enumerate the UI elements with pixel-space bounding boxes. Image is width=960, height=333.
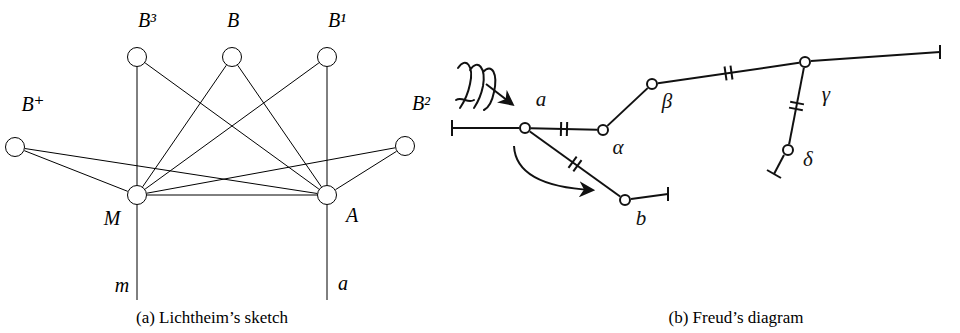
- stub-wire: [774, 155, 784, 174]
- connector-line: [789, 68, 804, 144]
- input-arrow: [486, 84, 512, 104]
- connector-line: [145, 63, 319, 189]
- line-bar: [568, 157, 576, 168]
- connector-line: [658, 63, 799, 83]
- circle-node: B⁺: [5, 137, 25, 157]
- line-bar: [730, 66, 732, 80]
- line-bar: [573, 160, 581, 171]
- connector-line: [145, 63, 319, 189]
- output-label: m: [115, 274, 129, 296]
- connector-line: [531, 128, 597, 130]
- node-label: δ: [803, 148, 813, 171]
- line-bar: [790, 102, 804, 105]
- node-label: B³: [138, 9, 156, 31]
- circle-shape: [783, 145, 793, 155]
- circle-node: B²: [395, 136, 415, 156]
- circle-shape: [598, 125, 608, 135]
- circle-node: a: [519, 122, 531, 134]
- circle-node: α: [597, 124, 609, 136]
- circle-outline: [519, 122, 531, 134]
- connector-line: [530, 132, 620, 197]
- circle-outline: [317, 47, 337, 67]
- node-label: B⁺: [22, 93, 45, 115]
- circle-node: δ: [782, 144, 794, 156]
- circle-node: A: [317, 185, 337, 205]
- circle-outline: [127, 185, 147, 205]
- line-bar: [566, 122, 568, 136]
- wire-end-bar: [451, 120, 453, 136]
- node-label: γ: [822, 83, 830, 106]
- panel-caption: (b) Freud’s diagram: [668, 309, 803, 328]
- line-bar: [560, 122, 562, 136]
- circle-node: B³: [127, 47, 147, 67]
- panel-caption: (a) Lichtheim’s sketch: [136, 309, 288, 328]
- node-label: B²: [412, 92, 430, 114]
- circle-shape: [396, 137, 415, 156]
- circle-node: γ: [799, 56, 811, 68]
- circle-shape: [620, 195, 630, 205]
- circle-outline: [646, 78, 658, 90]
- circle-node: b: [619, 194, 631, 206]
- connector-line: [137, 67, 138, 185]
- connector-line: [335, 151, 396, 189]
- circle-shape: [223, 48, 242, 67]
- circle-outline: [619, 194, 631, 206]
- connector-line: [147, 195, 317, 196]
- input-wire: [452, 127, 519, 129]
- circle-shape: [647, 79, 657, 89]
- node-label: α: [612, 136, 623, 159]
- circle-outline: [597, 124, 609, 136]
- circle-outline: [799, 56, 811, 68]
- circle-outline: [127, 47, 147, 67]
- connector-line: [147, 148, 395, 193]
- circle-node: β: [646, 78, 658, 90]
- node-label: A: [346, 204, 358, 226]
- circle-shape: [318, 186, 337, 205]
- circle-node: B¹: [317, 47, 337, 67]
- circle-shape: [520, 123, 530, 133]
- connector-line: [607, 88, 647, 126]
- circle-shape: [6, 138, 25, 157]
- circle-outline: [782, 144, 794, 156]
- wire-end-bar: [767, 170, 781, 178]
- stub-wire: [631, 194, 668, 199]
- circle-shape: [128, 186, 147, 205]
- node-label: B: [227, 9, 239, 31]
- wire-end-bar: [939, 45, 941, 59]
- line-bar: [725, 66, 727, 80]
- node-label: B¹: [328, 9, 346, 31]
- circle-shape: [800, 57, 810, 67]
- circle-shape: [128, 48, 147, 67]
- output-line: [327, 205, 328, 300]
- circle-node: M: [127, 185, 147, 205]
- circle-outline: [222, 47, 242, 67]
- connector-line: [143, 65, 227, 187]
- wire-end-bar: [667, 187, 669, 201]
- connector-line: [327, 67, 328, 185]
- connector-line: [25, 149, 317, 194]
- stub-wire: [811, 52, 940, 61]
- node-label: β: [662, 90, 672, 113]
- circle-node: B: [222, 47, 242, 67]
- circle-outline: [395, 136, 415, 156]
- circle-shape: [318, 48, 337, 67]
- line-bar: [789, 108, 803, 111]
- node-label: b: [636, 207, 647, 230]
- output-label: a: [338, 272, 348, 294]
- circle-outline: [5, 137, 25, 157]
- output-line: [137, 205, 138, 300]
- node-label: a: [536, 88, 547, 111]
- node-label: M: [104, 207, 121, 229]
- circle-outline: [317, 185, 337, 205]
